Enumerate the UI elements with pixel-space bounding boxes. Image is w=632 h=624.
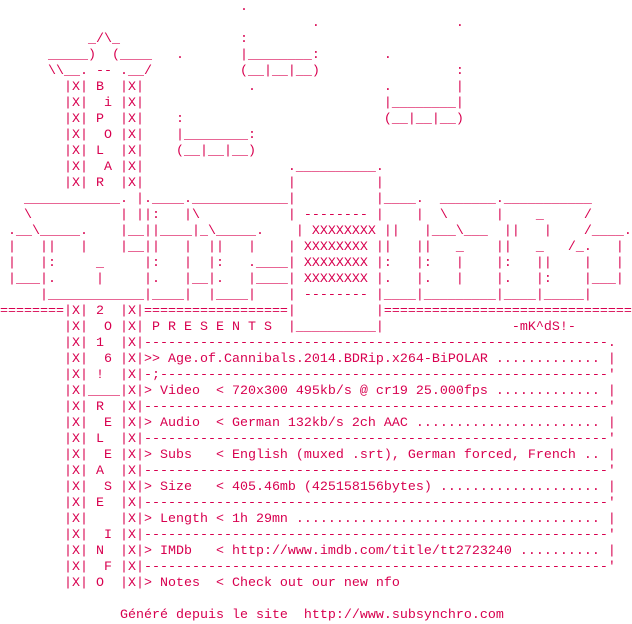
- separator-line: ========|X| 2 |X|==================| |==…: [0, 304, 632, 319]
- ascii-art-line: |X| O |X| |________:: [0, 128, 256, 143]
- ascii-logo-line: |___|. | |. |__|. |____| XXXXXXXX |. |. …: [0, 272, 624, 287]
- ascii-art-line: \\__. -- .__/ (__|__|__) :: [0, 64, 464, 79]
- info-row-video: |X|____|X|> Video < 720x300 495kb/s @ cr…: [0, 384, 616, 399]
- ascii-art-line: _/\_ :: [0, 32, 248, 47]
- info-row-notes: |X| O |X|> Notes < Check out our new nfo: [0, 576, 400, 591]
- info-border: |X| F |X|-------------------------------…: [0, 560, 616, 575]
- ascii-logo-line: | || | |__|| | || | | XXXXXXXX || || _ |…: [0, 240, 624, 255]
- info-row-audio: |X| E |X|> Audio < German 132kb/s 2ch AA…: [0, 416, 616, 431]
- blank-line: [0, 592, 632, 608]
- release-name-row: |X| 6 |X|>> Age.of.Cannibals.2014.BDRip.…: [0, 352, 616, 367]
- info-border: |X| 1 |X|-------------------------------…: [0, 336, 616, 351]
- ascii-art-line: |X| L |X| (__|__|__): [0, 144, 256, 159]
- ascii-logo-line: | |: _ |: | |: .____| XXXXXXXX |: |: | |…: [0, 256, 624, 271]
- ascii-art-line: |X| i |X| |________|: [0, 96, 464, 111]
- ascii-logo-line: ____________. |.____.____________| |____…: [0, 192, 592, 207]
- info-border: |X| L |X|-------------------------------…: [0, 432, 616, 447]
- info-border: |X| ! |X|-;-----------------------------…: [0, 368, 616, 383]
- ascii-art-line: |X| P |X| : (__|__|__): [0, 112, 464, 127]
- ascii-art-line: .: [0, 0, 248, 15]
- info-row-subs: |X| E |X|> Subs < English (muxed .srt), …: [0, 448, 616, 463]
- info-border: |X| I |X|-------------------------------…: [0, 528, 616, 543]
- info-row-imdb: |X| N |X|> IMDb < http://www.imdb.com/ti…: [0, 544, 616, 559]
- ascii-art-line: . .: [0, 16, 464, 31]
- info-row-size: |X| S |X|> Size < 405.46mb (425158156byt…: [0, 480, 616, 495]
- ascii-logo-line: .__\_____. |__||____|_\_____. | XXXXXXXX…: [0, 224, 632, 239]
- info-border: |X| R |X|-------------------------------…: [0, 400, 616, 415]
- info-border: |X| E |X|-------------------------------…: [0, 496, 616, 511]
- info-row-length: |X| |X|> Length < 1h 29mn ..............…: [0, 512, 616, 527]
- ascii-art-line: |X| A |X| .__________.: [0, 160, 384, 175]
- presents-line: |X| O |X| P R E S E N T S |__________| -…: [0, 320, 576, 335]
- ascii-logo-line: |____________|____| |____| | -------- |_…: [0, 288, 592, 303]
- ascii-art-line: |X| B |X| . . |: [0, 80, 464, 95]
- info-border: |X| A |X|-------------------------------…: [0, 464, 616, 479]
- ascii-art-line: _____) (____ . |________: .: [0, 48, 392, 63]
- footer-credit: Généré depuis le site http://www.subsync…: [0, 608, 504, 623]
- ascii-art-line: |X| R |X| | |: [0, 176, 384, 191]
- ascii-logo-line: \ | ||: |\ | -------- | | \ | _ /: [0, 208, 592, 223]
